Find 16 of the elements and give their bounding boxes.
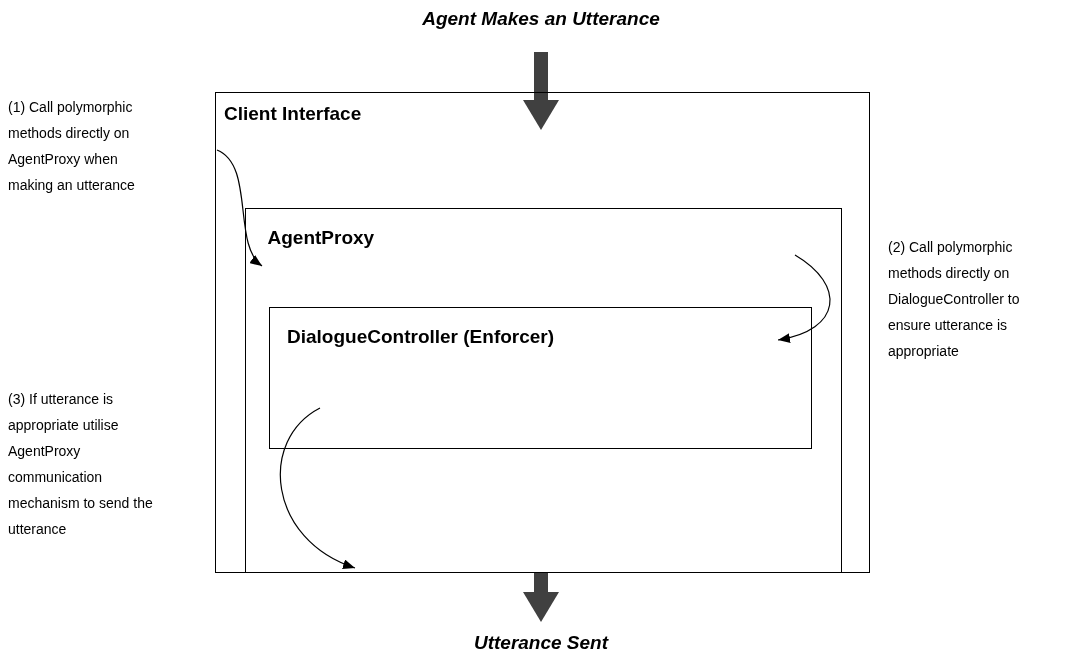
box-title: AgentProxy [267, 226, 375, 249]
annotation-text: (1) Call polymorphic methods directly on AgentProxy when making an utterance [8, 98, 136, 195]
annotation-text: (3) If utterance is appropriate utilise AgentProxy communication mechanism to send the utterance [8, 390, 154, 539]
caption-text: Agent Makes an Utterance [341, 8, 741, 34]
curved-arrow [279, 407, 356, 569]
curved-arrow [216, 149, 263, 267]
box-title: DialogueController (Enforcer) [287, 326, 555, 348]
box-title: Client Interface [224, 103, 362, 125]
annotation-text: (2) Call polymorphic methods directly on DialogueController to ensure utterance is appropriate [888, 238, 1021, 361]
block-arrow [523, 52, 559, 130]
caption-text: Utterance Sent [341, 632, 741, 658]
outer-box [215, 92, 870, 573]
curved-arrow [777, 254, 831, 343]
inner-box [269, 307, 812, 449]
block-arrow [523, 573, 559, 622]
middle-box [244, 207, 842, 573]
